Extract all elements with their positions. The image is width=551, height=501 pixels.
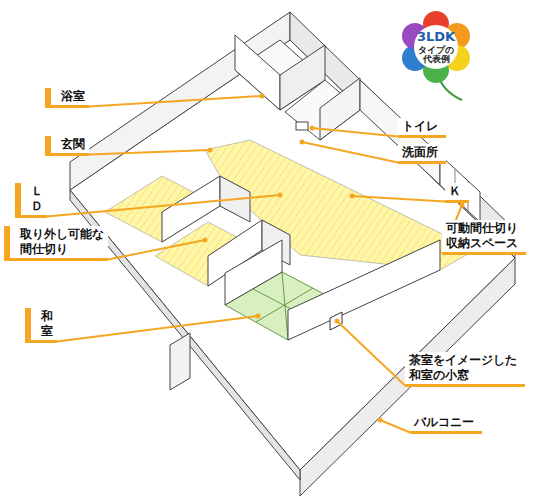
- callout-label: トイレ: [398, 118, 446, 138]
- leader-line: [302, 142, 398, 163]
- leader-line: [89, 96, 262, 107]
- callout-label: Ｋ: [445, 183, 469, 203]
- callout-label: Ｌ Ｄ: [15, 183, 47, 218]
- leader-dot: [378, 418, 383, 423]
- callout-label: 可動間仕切り 収納スペース: [442, 220, 526, 255]
- callout-label: 洗面所: [398, 144, 446, 164]
- callout-label: バルコニー: [410, 414, 482, 434]
- balcony-side-wall: [288, 240, 440, 340]
- callout-label: 茶室をイメージした 和室の小窓: [405, 352, 525, 387]
- bathroom-wall: [235, 35, 280, 110]
- leader-dot: [256, 314, 261, 319]
- callout-label: 和 室: [25, 308, 57, 343]
- tea-room-window: [330, 312, 342, 330]
- leader-dot: [310, 126, 315, 131]
- floor-slab: [70, 40, 515, 470]
- leader-dot: [300, 140, 305, 145]
- leader-line: [312, 128, 398, 137]
- washbasin: [296, 122, 308, 130]
- leader-line: [47, 195, 280, 217]
- washitsu-wall: [225, 240, 282, 305]
- leader-line: [337, 321, 405, 386]
- leader-dot: [460, 203, 465, 208]
- leader-line: [108, 240, 205, 260]
- leader-dot: [260, 94, 265, 99]
- callout-label: 玄関: [45, 136, 89, 156]
- callout-label: 浴室: [45, 88, 89, 108]
- removable-partition: [162, 176, 220, 242]
- leader-line: [57, 316, 258, 342]
- leader-line: [89, 150, 210, 155]
- leader-dot: [350, 194, 355, 199]
- logo-text: 3LDK: [417, 30, 455, 44]
- callout-label: 取り外し可能な 間仕切り: [4, 226, 108, 261]
- leader-dot: [278, 193, 283, 198]
- logo-text: タイプの 代表例: [418, 46, 454, 65]
- leader-dot: [335, 319, 340, 324]
- balcony-column: [170, 333, 190, 390]
- leader-dot: [208, 148, 213, 153]
- leader-dot: [203, 238, 208, 243]
- leader-line: [380, 420, 410, 433]
- flower-logo: [402, 11, 470, 100]
- leader-line: [352, 196, 445, 202]
